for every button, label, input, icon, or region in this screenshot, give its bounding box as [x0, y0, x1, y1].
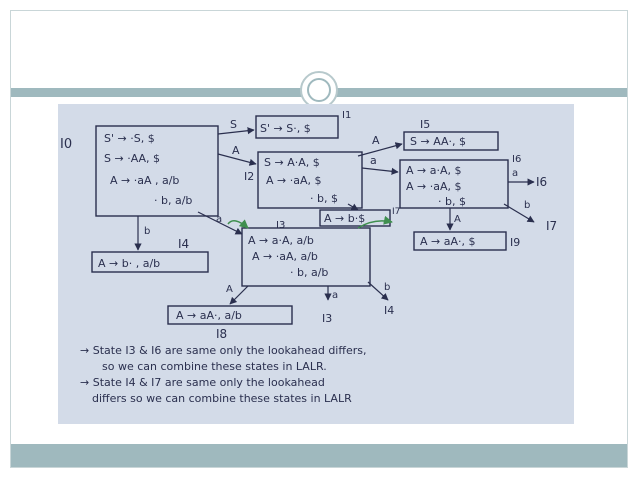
state-i9-label: I9 — [510, 236, 520, 249]
note-line-1: → State I3 & I6 are same only the lookah… — [80, 344, 366, 357]
edge-i6-i9-label: A — [454, 214, 461, 225]
slide-frame — [10, 10, 628, 468]
state-i0: I0 S' → ·S, $ S → ·AA, $ A → ·aA , a/b ·… — [60, 125, 219, 217]
state-i0-item-2: S → ·AA, $ — [104, 152, 160, 165]
state-i0-item-3: A → ·aA , a/b — [110, 174, 179, 187]
state-i0-label: I0 — [60, 137, 72, 152]
state-i0-item-1: S' → ·S, $ — [104, 132, 155, 145]
edge-i0-i4-label: b — [144, 226, 150, 237]
state-i2-label: I2 — [244, 170, 254, 183]
state-i5-label: I5 — [420, 118, 430, 131]
note-line-3: → State I4 & I7 are same only the lookah… — [80, 376, 325, 389]
state-i4-item-1: A → b· , a/b — [98, 257, 160, 270]
state-i6: I6 A → a·A, $ A → ·aA, $ · b, $ — [399, 154, 521, 209]
state-i9: A → aA·, $ I9 — [413, 231, 520, 251]
state-i3: I3 A → a·A, a/b A → ·aA, a/b · b, a/b — [241, 220, 371, 287]
state-i8-item-1: A → aA·, a/b — [176, 309, 242, 322]
state-i6-item-2: A → ·aA, $ — [406, 180, 462, 193]
state-i1-label: I1 — [342, 110, 351, 121]
footer-band — [11, 444, 627, 467]
edge-i0-i1-label: S — [230, 118, 237, 131]
state-i3-label: I3 — [276, 220, 285, 231]
ref-i3: I3 — [322, 312, 332, 325]
edge-i3-i8-label: A — [226, 284, 233, 295]
edge-i6-i7-label: b — [524, 200, 530, 211]
ref-i7: I7 — [546, 219, 557, 233]
handwritten-diagram-photo: I0 S' → ·S, $ S → ·AA, $ A → ·aA , a/b ·… — [58, 104, 574, 424]
state-i0-item-4: · b, a/b — [154, 194, 192, 207]
note-line-4: differs so we can combine these states i… — [92, 392, 352, 405]
edge-i0-i2-label: A — [232, 144, 240, 157]
state-i3-item-1: A → a·A, a/b — [248, 234, 314, 247]
note-line-2: so we can combine these states in LALR. — [102, 360, 327, 373]
edge-i0-i3-label: a — [216, 214, 222, 225]
ref-i6: I6 — [536, 175, 547, 189]
edge-i6-self-label: a — [512, 168, 518, 179]
state-i1: I1 S' → S·, $ — [255, 110, 351, 139]
state-i2-item-2: A → ·aA, $ — [266, 174, 322, 187]
state-i3-item-3: · b, a/b — [290, 266, 328, 279]
edge-i3-i4-label: b — [384, 282, 390, 293]
notes: → State I3 & I6 are same only the lookah… — [80, 344, 366, 405]
state-i5-item-1: S → AA·, $ — [410, 135, 466, 148]
state-i1-item-1: S' → S·, $ — [260, 122, 311, 135]
edge-i3-self-label: a — [332, 290, 338, 301]
state-i7-label: I7 — [392, 207, 400, 217]
state-i7-item-1: A → b·$ — [324, 212, 365, 225]
state-i2: I2 S → A·A, $ A → ·aA, $ · b, $ — [244, 151, 363, 209]
state-i5: I5 S → AA·, $ — [403, 118, 499, 151]
state-i8-label: I8 — [216, 327, 227, 341]
state-i2-item-3: · b, $ — [310, 192, 338, 205]
state-i9-item-1: A → aA·, $ — [420, 235, 476, 248]
state-i6-item-3: · b, $ — [438, 195, 466, 208]
state-i6-item-1: A → a·A, $ — [406, 164, 462, 177]
ref-i4-left: I4 — [178, 237, 189, 251]
edge-i2-i6-label: a — [370, 154, 377, 167]
state-i8: A → aA·, a/b I8 — [167, 305, 293, 341]
ref-i4-right: I4 — [384, 304, 394, 317]
state-i4: A → b· , a/b — [91, 251, 209, 273]
state-i3-item-2: A → ·aA, a/b — [252, 250, 318, 263]
state-i2-item-1: S → A·A, $ — [264, 156, 320, 169]
edge-i2-i5-label: A — [372, 134, 380, 147]
state-i6-label: I6 — [512, 154, 521, 165]
